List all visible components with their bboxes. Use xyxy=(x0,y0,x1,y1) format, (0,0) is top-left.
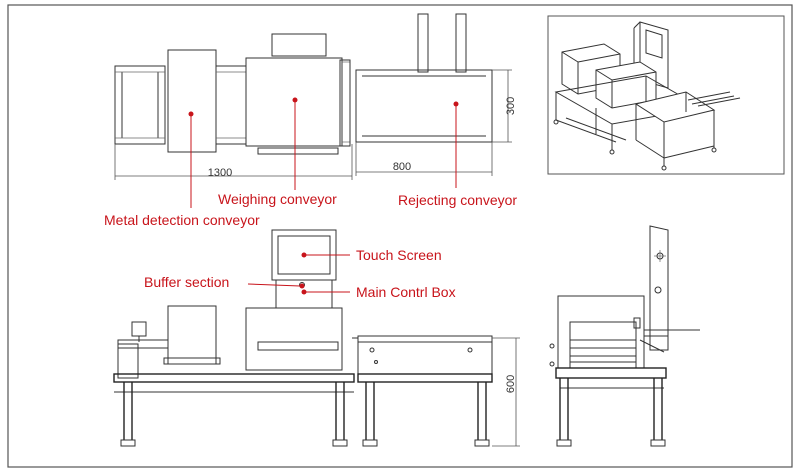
top-view-callouts xyxy=(188,97,459,208)
weighing-section-front xyxy=(245,307,343,371)
callout-buffer-section: Buffer section xyxy=(144,274,229,290)
metal-detector-head-top xyxy=(167,49,217,153)
front-view-callouts xyxy=(247,252,350,295)
callout-touch-screen: Touch Screen xyxy=(356,247,442,263)
infeed-conveyor-top xyxy=(114,65,166,145)
reject-arm-1 xyxy=(417,13,429,73)
isometric-view xyxy=(547,15,785,175)
reject-arm-2 xyxy=(455,13,467,73)
top-view: 300 1300 800 xyxy=(114,13,517,180)
side-view xyxy=(549,225,700,447)
outer-frame xyxy=(7,4,793,468)
callout-rejecting-conveyor: Rejecting conveyor xyxy=(398,192,517,208)
dimension-reject-length-label: 800 xyxy=(393,161,411,173)
rejecting-conveyor-top xyxy=(355,69,493,143)
callout-main-control-box: Main Contrl Box xyxy=(356,284,456,300)
callout-weighing-conveyor: Weighing conveyor xyxy=(218,191,337,207)
touch-screen-top xyxy=(271,33,327,57)
isometric-frame xyxy=(547,15,785,175)
side-body xyxy=(557,295,645,369)
front-view: 600 xyxy=(113,229,520,447)
callout-metal-detection-conveyor: Metal detection conveyor xyxy=(104,212,260,228)
metal-detector-front xyxy=(167,305,217,365)
dimension-width-label: 300 xyxy=(505,97,517,115)
side-tower xyxy=(649,225,669,351)
dimension-height-label: 600 xyxy=(505,375,517,393)
dimension-total-length-label: 1300 xyxy=(208,167,232,179)
